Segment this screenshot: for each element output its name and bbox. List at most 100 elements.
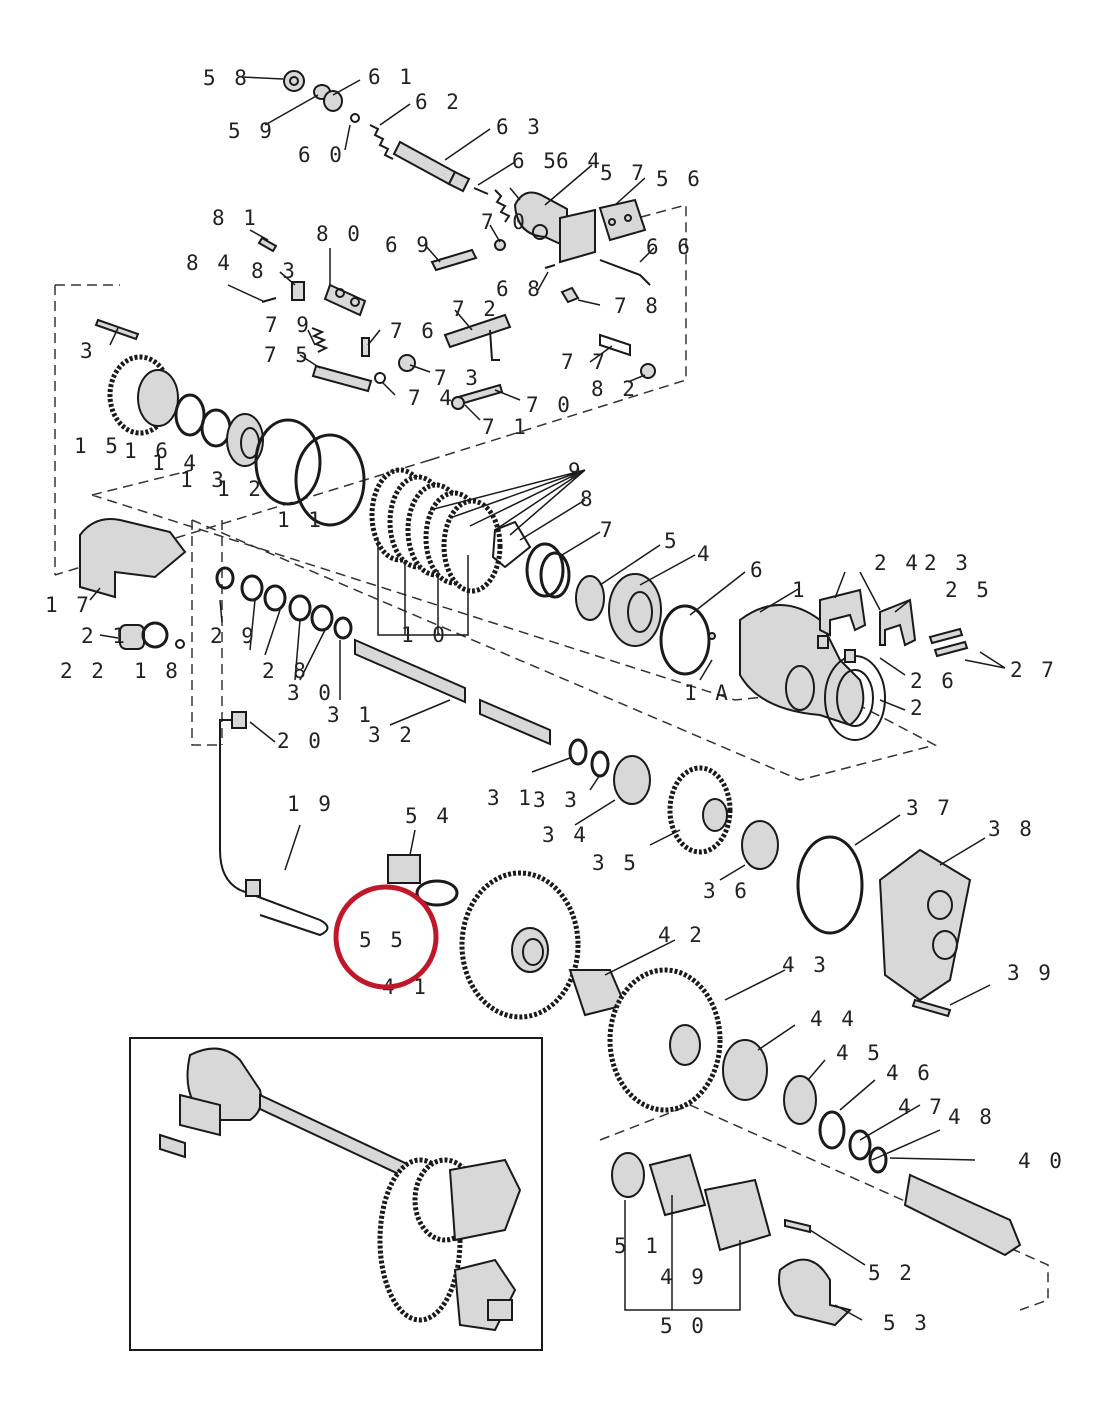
callout-39: 3 9 (1007, 961, 1054, 985)
callout-77: 7 7 (561, 350, 608, 374)
highlight-circle (333, 884, 439, 990)
clutch-pack (94, 318, 711, 676)
callout-4: 4 (697, 542, 713, 566)
callout-69: 6 9 (385, 233, 432, 257)
callout-38: 3 8 (988, 817, 1035, 841)
pipe-routing-line (191, 520, 223, 746)
callout-28: 2 8 (262, 659, 309, 683)
callout-42: 4 2 (658, 923, 705, 947)
lower-housing-boundary (599, 1104, 1049, 1311)
valve-assembly (283, 70, 651, 304)
callout-78: 7 8 (614, 294, 661, 318)
callout-70: 7 0 (481, 210, 528, 234)
callout-29: 2 9 (210, 624, 257, 648)
callout-59: 5 9 (228, 119, 275, 143)
callout-79: 7 9 (265, 313, 312, 337)
callout-5: 5 (664, 529, 680, 553)
callout-31: 3 1 (487, 786, 534, 810)
callout-18: 1 8 (134, 659, 181, 683)
callout-62: 6 2 (415, 90, 462, 114)
callout-11: 1 1 (277, 508, 324, 532)
callout-82: 8 2 (591, 377, 638, 401)
output-flange (611, 1152, 852, 1327)
callout-3: 3 (80, 339, 96, 363)
callout-31: 3 1 (327, 703, 374, 727)
callout-83: 8 3 (251, 259, 298, 283)
callout-56: 5 6 (656, 167, 703, 191)
leader-lines (89, 76, 1006, 1321)
callout-25: 2 5 (945, 578, 992, 602)
callout-63: 6 3 (496, 115, 543, 139)
callout-37: 3 7 (906, 796, 953, 820)
callout-61: 6 1 (368, 65, 415, 89)
side-cover (796, 835, 972, 1018)
callout-60: 6 0 (298, 143, 345, 167)
callout-50: 5 0 (660, 1314, 707, 1338)
assembled-view-inset (129, 1037, 543, 1351)
callout-75: 7 5 (264, 343, 311, 367)
callout-26: 2 6 (910, 669, 957, 693)
callout-43: 4 3 (782, 953, 829, 977)
callout-10: 1 0 (401, 623, 448, 647)
middle-housing-boundary (91, 469, 938, 781)
callout-57: 5 7 (600, 161, 647, 185)
callout-73: 7 3 (434, 366, 481, 390)
lower-gear-train (387, 854, 1022, 1257)
callout-74: 7 4 (408, 386, 455, 410)
callout-21: 2 1 (81, 624, 128, 648)
callout-76: 7 6 (390, 319, 437, 343)
callout-30: 3 0 (287, 681, 334, 705)
callout-15: 1 5 (74, 434, 121, 458)
callout-71: 7 1 (482, 415, 529, 439)
callout-45: 4 5 (836, 1041, 883, 1065)
callout-40: 4 0 (1018, 1149, 1065, 1173)
callout-65: 6 5 (512, 149, 559, 173)
callout-48: 4 8 (948, 1105, 995, 1129)
callout-1: 1 (792, 578, 808, 602)
callout-44: 4 4 (810, 1007, 857, 1031)
callout-49: 4 9 (660, 1265, 707, 1289)
bracket-group (817, 588, 969, 663)
callout-84: 8 4 (186, 251, 233, 275)
callout-53: 5 3 (883, 1311, 930, 1335)
callout-19: 1 9 (287, 792, 334, 816)
callout-32: 3 2 (368, 723, 415, 747)
callout-20: 2 0 (277, 729, 324, 753)
callout-58: 5 8 (203, 66, 250, 90)
callout-9: 9 (568, 459, 584, 483)
callout-34: 3 4 (542, 823, 589, 847)
callout-80: 8 0 (316, 222, 363, 246)
callout-47: 4 7 (898, 1095, 945, 1119)
callout-33: 3 3 (533, 788, 580, 812)
callout-1a: 1 A (684, 681, 731, 705)
callout-22: 2 2 (60, 659, 107, 683)
clutch-housing (708, 604, 886, 741)
shaft-assembly (79, 518, 779, 870)
callout-13: 1 3 (180, 468, 227, 492)
callout-36: 3 6 (703, 879, 750, 903)
callout-52: 5 2 (868, 1261, 915, 1285)
callout-7: 7 (600, 518, 616, 542)
callout-54: 5 4 (405, 804, 452, 828)
callout-51: 5 1 (614, 1234, 661, 1258)
callout-46: 4 6 (886, 1061, 933, 1085)
callout-14: 1 4 (152, 451, 199, 475)
oil-pipe (219, 711, 329, 937)
callout-24: 2 4 (874, 551, 921, 575)
callout-72: 7 2 (452, 297, 499, 321)
callout-70: 7 0 (526, 393, 573, 417)
upper-housing-boundary (54, 204, 687, 576)
callout-12: 1 2 (217, 477, 264, 501)
callout-8: 8 (580, 487, 596, 511)
lever-group (257, 236, 656, 410)
callout-2: 2 (910, 696, 926, 720)
callout-27: 2 7 (1010, 658, 1057, 682)
callout-64: 6 4 (556, 149, 603, 173)
callout-17: 1 7 (45, 593, 92, 617)
callout-35: 3 5 (592, 851, 639, 875)
callout-81: 8 1 (212, 206, 259, 230)
callout-55: 5 5 (359, 928, 406, 952)
